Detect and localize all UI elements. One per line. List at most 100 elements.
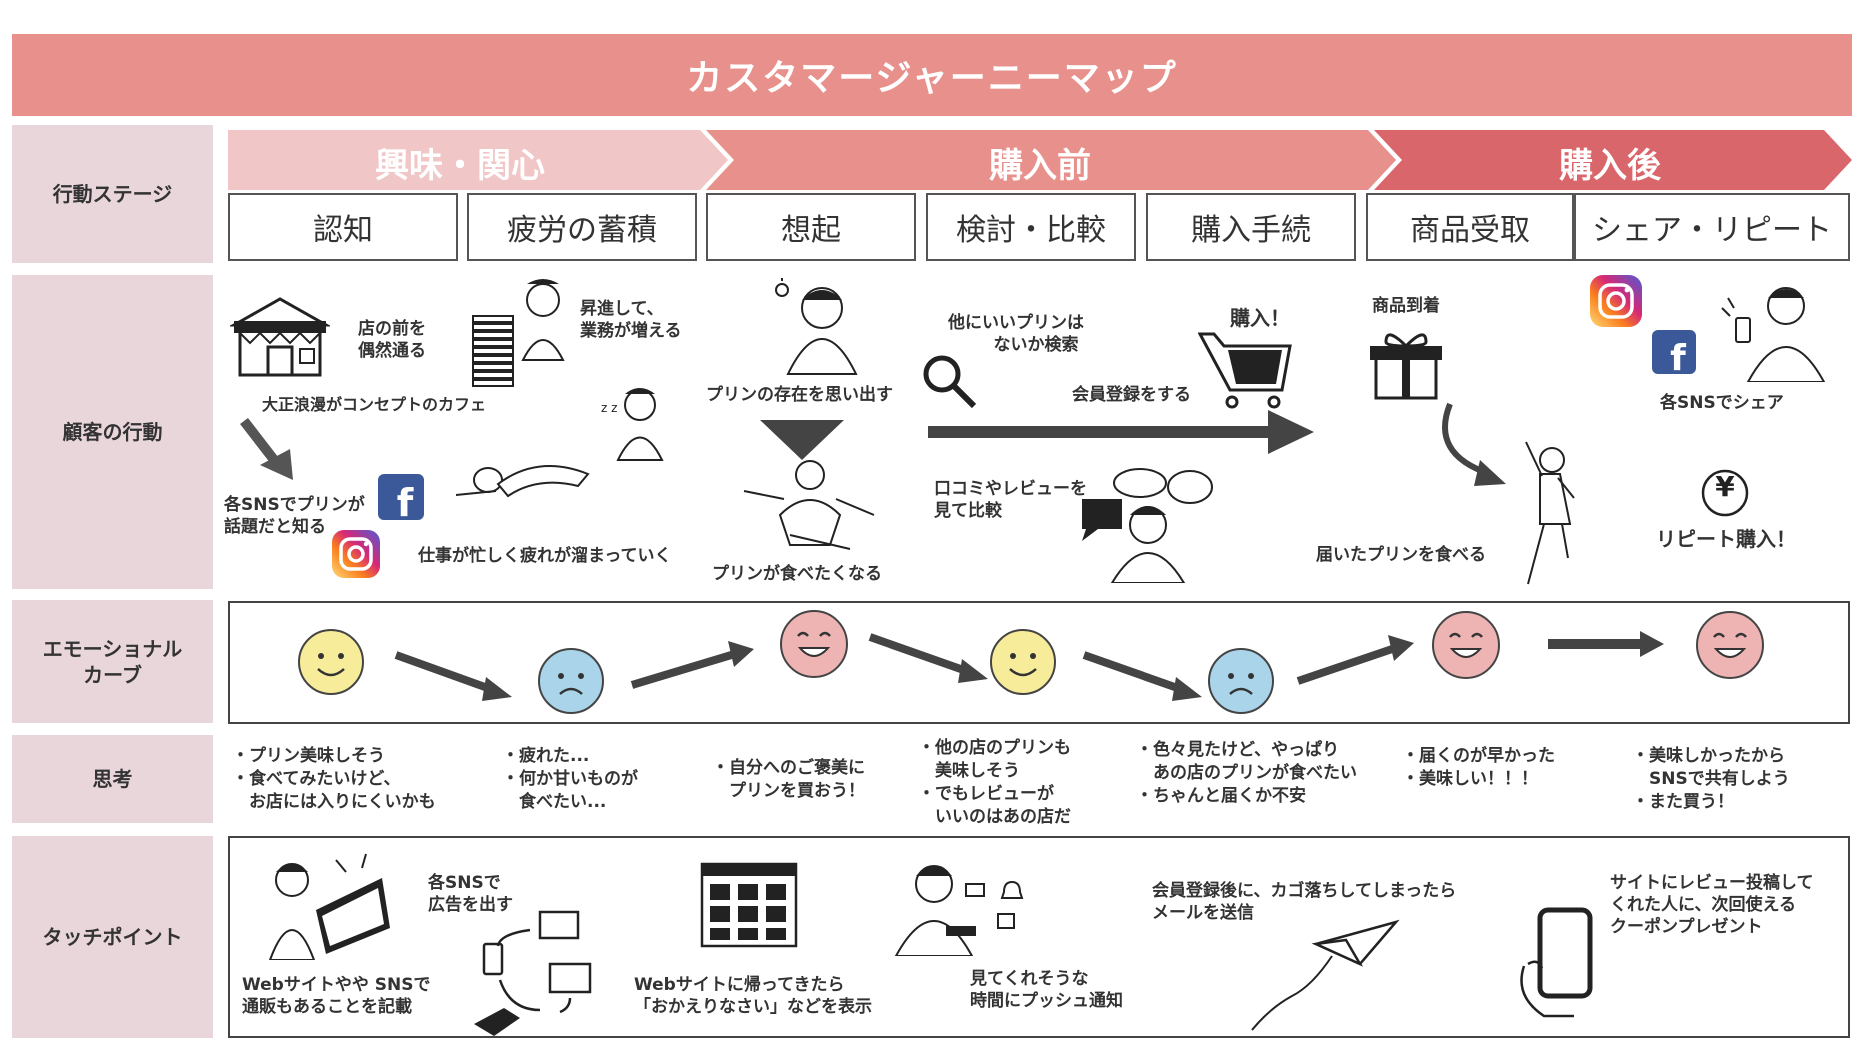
thought-line: ・何か甘いものが [502,768,638,789]
stage-purchase: 購入手続 [1146,193,1356,261]
thought-line: 美味しそう [918,760,1020,781]
comparing-person-icon [1082,468,1213,583]
thought-line: ・また買う！ [1632,791,1734,812]
thought-line: ・ちゃんと届くか不安 [1136,785,1306,806]
stage-fatigue: 疲労の蓄積 [467,193,697,261]
thought-line: ・でもレビューが [918,783,1054,804]
action-promotion-line1: 昇進して、 [580,299,664,319]
phase-label-prepurchase: 購入前 [989,146,1091,186]
row-label-emotion-line2: カーブ [83,662,142,687]
store-icon [230,297,330,377]
website-icon [700,862,798,948]
facebook-icon: f [378,474,424,520]
thought-line: ・プリン美味しそう [232,746,385,766]
touchpoint-cart-mail-line2: メールを送信 [1152,903,1254,924]
action-search: 他にいいプリンは ないか検索 [948,312,1084,356]
thought-fatigue: ・疲れた... ・何か甘いものが 食べたい... [502,745,638,814]
touchpoint-coupon-line3: クーポンプレゼント [1610,917,1763,938]
happy-face-icon [780,610,848,678]
action-tired: 仕事が忙しく疲れが溜まっていく [418,546,672,566]
action-eat: 届いたプリンを食べる [1316,545,1486,565]
action-store: 店の前を 偶然通る [358,318,426,362]
neutral-face-icon [990,629,1056,695]
arrow-right-long-icon [928,410,1314,454]
instagram-icon [1590,275,1642,327]
thought-line: いいのはあの店だ [918,806,1071,827]
arrow-down-right-icon [240,417,293,480]
touchpoint-push: 見てくれそうな 時間にプッシュ通知 [970,968,1123,1012]
overworked-person-icon: z z [472,279,664,461]
thought-purchase: ・色々見たけど、やっぱり あの店のプリンが食べたい ・ちゃんと届くか不安 [1136,739,1357,808]
thought-line: ・疲れた... [502,746,590,766]
action-review-line1: 口コミやレビューを [934,479,1087,499]
row-label-thought: 思考 [12,735,213,823]
yen-icon [1701,469,1749,517]
action-search-line1: 他にいいプリンは [948,313,1084,333]
touchpoint-welcome-line1: Webサイトに帰ってきたら [634,975,845,995]
thinking-person-icon [775,278,858,375]
happy-face-icon [1696,611,1764,679]
thought-line: あの店のプリンが食べたい [1136,762,1357,783]
stage-comparison: 検討・比較 [926,193,1136,261]
action-arrive: 商品到着 [1372,296,1440,316]
phase-label-postpurchase: 購入後 [1559,146,1661,186]
thought-share-repeat: ・美味しかったから SNSで共有しよう ・また買う！ [1632,745,1790,814]
svg-text:f: f [1670,338,1686,374]
thought-line: ・美味しかったから [1632,746,1785,766]
action-review: 口コミやレビューを 見て比較 [934,478,1087,522]
phase-label-interest: 興味・関心 [375,146,545,186]
thought-awareness: ・プリン美味しそう ・食べてみたいけど、 お店には入りにくいかも [232,745,436,814]
thought-line: ・美味しい！！！ [1402,768,1538,789]
thought-receipt: ・届くのが早かった ・美味しい！！！ [1402,745,1555,791]
action-sns-line1: 各SNSでプリンが [224,495,365,515]
stage-recall: 想起 [706,193,916,261]
thought-line: プリンを買おう！ [712,780,865,801]
touchpoint-coupon-line1: サイトにレビュー投稿して [1610,873,1814,893]
row-label-emotion-line1: エモーショナル [42,636,183,661]
thought-line: お店には入りにくいかも [232,791,436,812]
action-register: 会員登録をする [1072,385,1191,405]
thought-line: SNSで共有しよう [1632,768,1790,789]
sad-face-icon [1208,648,1274,714]
arrow-down-icon [760,420,844,460]
touchpoint-welcome-line2: 「おかえりなさい」などを表示 [634,997,872,1018]
magnifier-icon [923,355,977,409]
phase-arrows [228,130,1852,190]
thought-comparison: ・他の店のプリンも 美味しそう ・でもレビューが いいのはあの店だ [918,737,1071,829]
action-store-line2: 偶然通る [358,341,426,362]
laptop-user-icon [268,853,390,960]
instagram-icon [332,530,380,578]
yen-symbol: ¥ [1715,470,1735,503]
exhausted-person-icon [455,465,590,498]
stage-share-repeat: シェア・リピート [1574,193,1850,261]
craving-person-icon [743,460,875,550]
phase-arrow-postpurchase [1374,130,1852,190]
thought-line: ・自分へのご褒美に [712,758,865,778]
phase-arrow-interest [228,130,728,190]
action-remember: プリンの存在を思い出す [706,385,893,405]
action-promotion: 昇進して、 業務が増える [580,298,682,342]
action-review-line2: 見て比較 [934,501,1002,522]
touchpoint-web-sns-line1: Webサイトやや SNSで [242,975,431,995]
facebook-icon: f [1652,330,1696,374]
thought-line: ・届くのが早かった [1402,746,1555,766]
action-promotion-line2: 業務が増える [580,321,682,342]
action-want: プリンが食べたくなる [712,564,882,584]
touchpoint-push-line1: 見てくれそうな [970,969,1089,989]
devices-network-icon [474,910,592,1036]
stage-receipt: 商品受取 [1366,193,1574,261]
row-label-emotion: エモーショナル カーブ [12,600,213,723]
touchpoint-web-sns-line2: 通販もあることを記載 [242,997,412,1018]
neutral-face-icon [298,629,364,695]
action-repeat: リピート購入！ [1656,527,1796,551]
action-sns-line2: 話題だと知る [224,517,326,538]
row-label-action: 顧客の行動 [12,275,213,589]
paper-plane-icon [1251,919,1400,1031]
touchpoint-web-sns: Webサイトやや SNSで 通販もあることを記載 [242,974,430,1018]
svg-text:z z: z z [601,401,617,415]
touchpoint-sns-ads-line2: 広告を出す [428,895,513,916]
happy-face-icon [1432,611,1500,679]
touchpoint-sns-ads: 各SNSで 広告を出す [428,872,513,916]
emotion-curve [394,631,1664,701]
action-store-line1: 店の前を [358,319,426,339]
